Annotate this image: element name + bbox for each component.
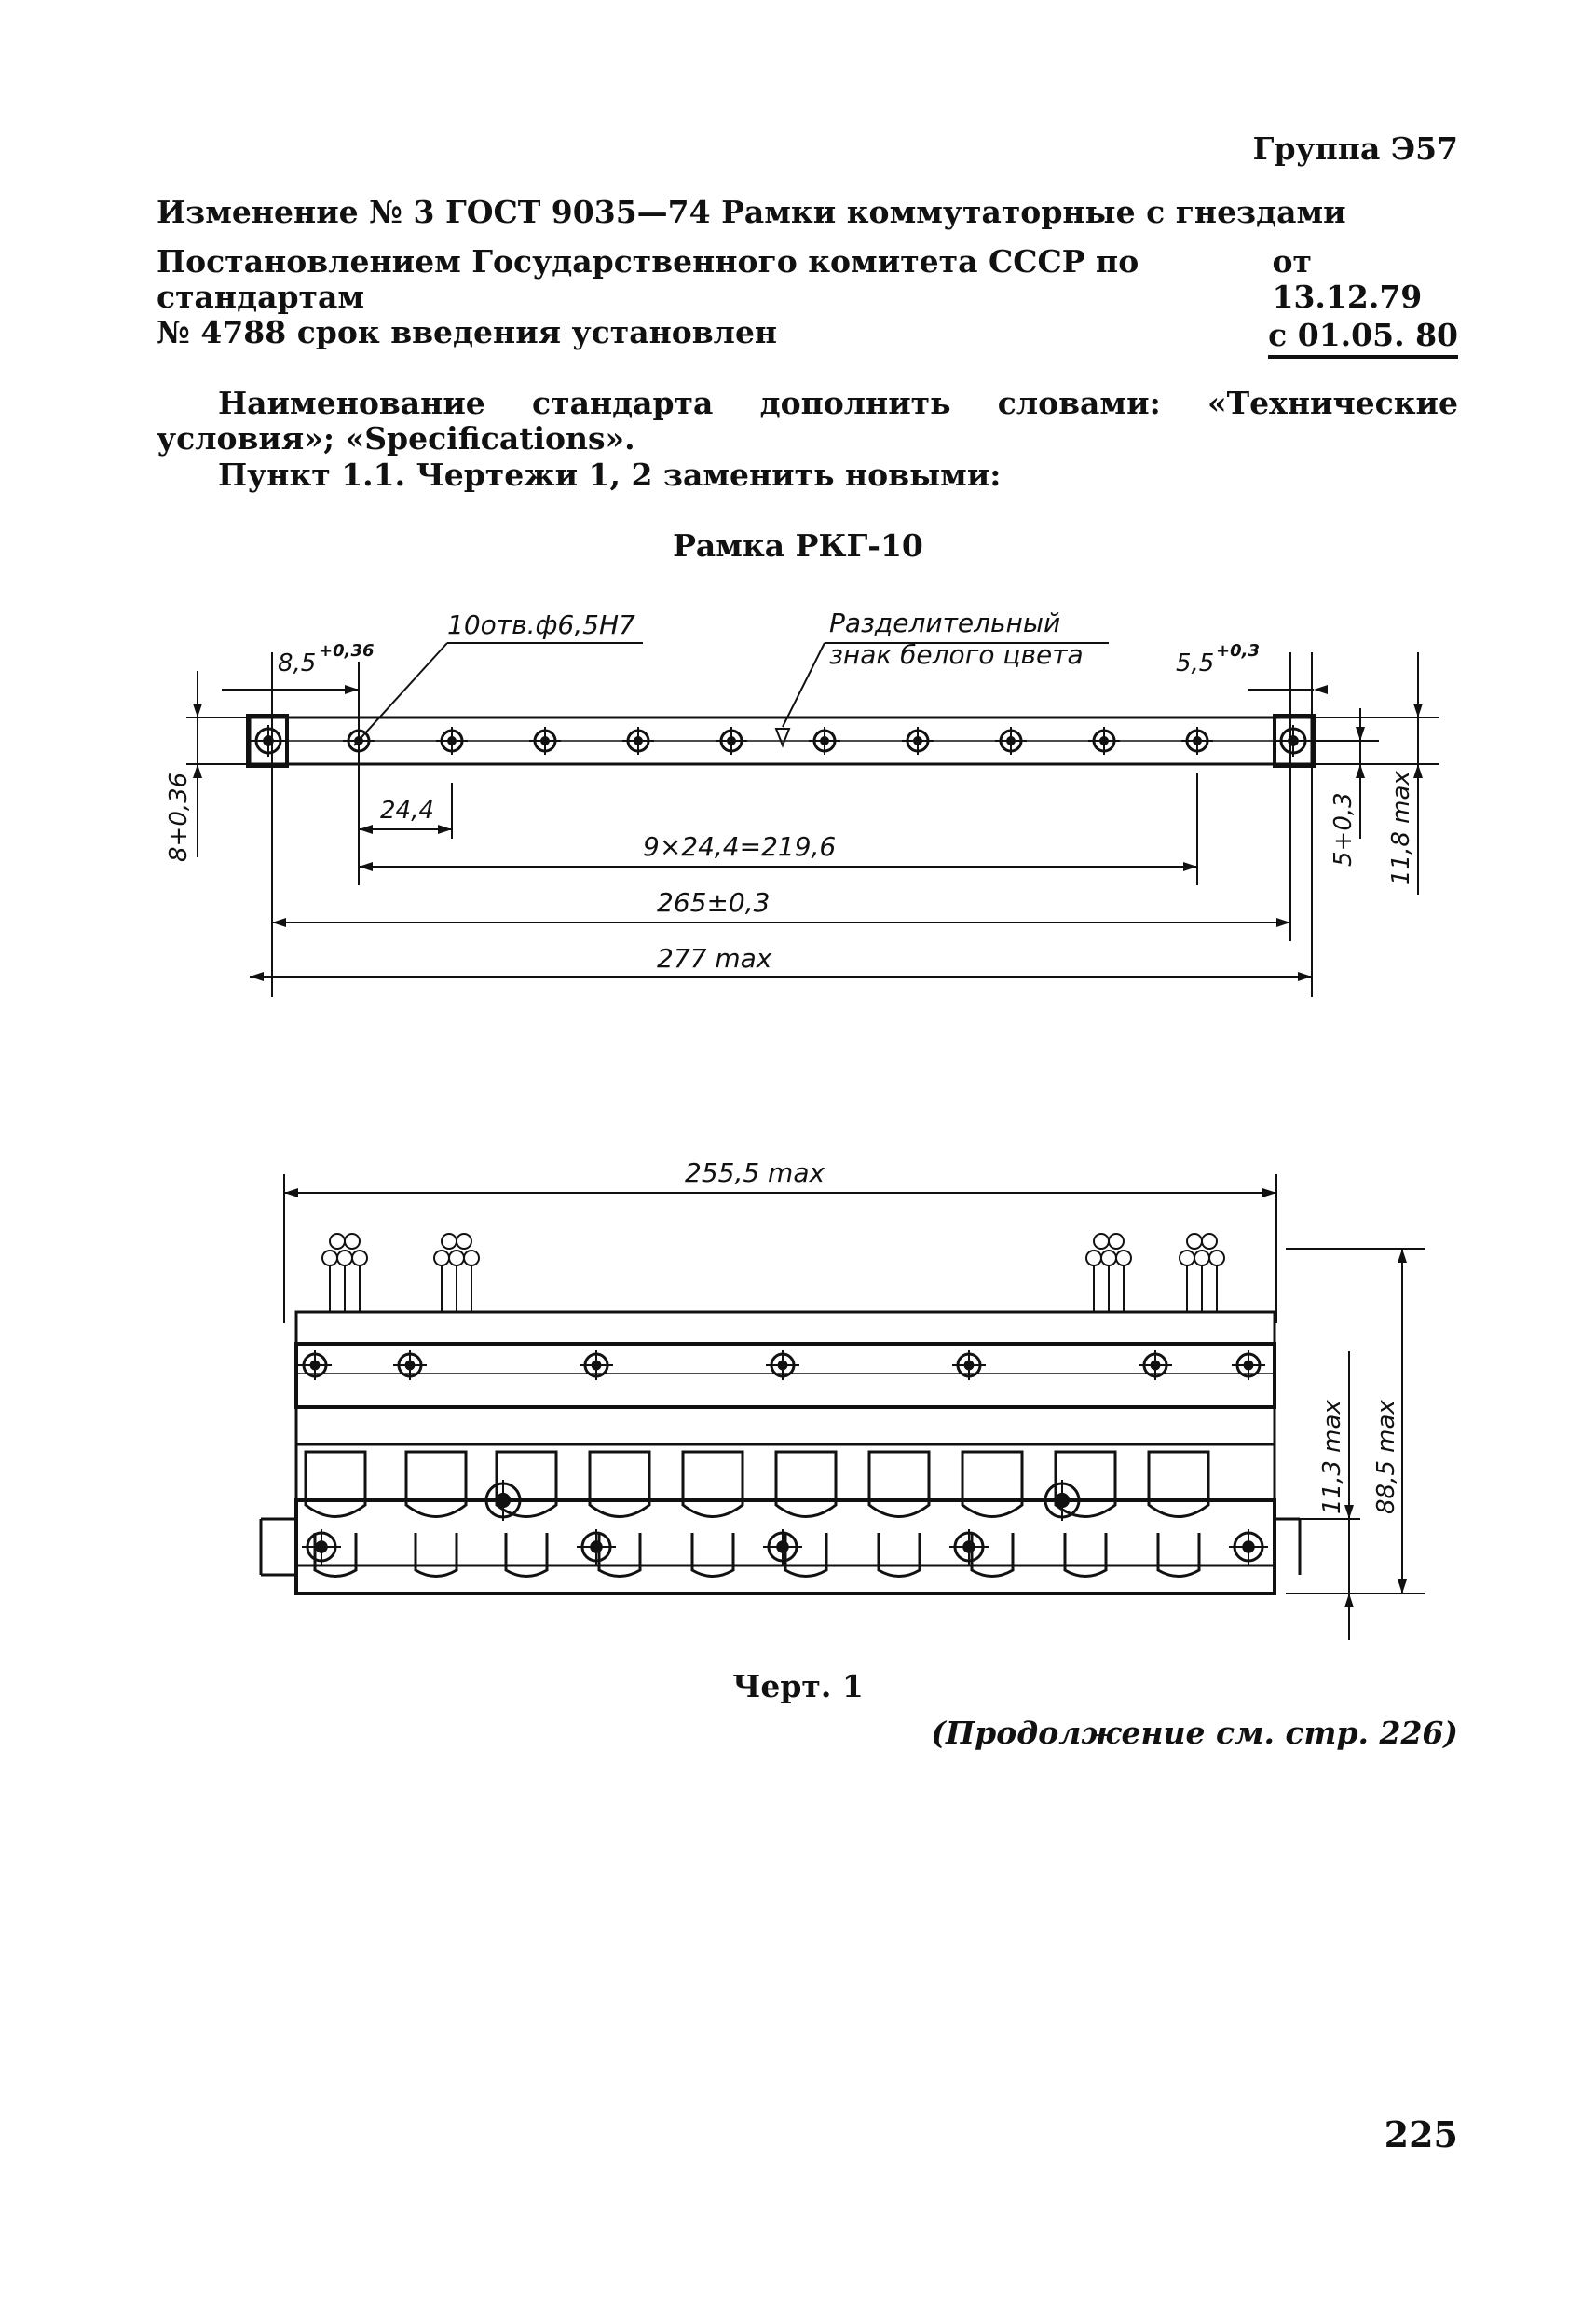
dim-left-height: 8+0,36 [165,773,193,862]
bar-screw-icon [580,1350,613,1380]
left-end-block [246,714,289,768]
socket-icon [681,1450,744,1578]
amendment-title: Изменение № 3 ГОСТ 9035—74 Рамки коммута… [157,194,1346,230]
dim-right-offset-tol: +0,3 [1216,641,1260,661]
socket-icon [961,1450,1024,1578]
separator-note-line1: Разделительный [829,608,1060,638]
holes-row [251,725,1311,757]
socket-icon [404,1450,468,1578]
socket-icon [1054,1450,1117,1578]
bar-screw-icon [766,1350,799,1380]
terminal-cluster-icon [433,1233,480,1312]
base-rail [294,1498,1276,1595]
dim-hole-offset-tol: +0,36 [319,641,375,661]
hole-icon [902,727,934,755]
decree-block: Постановлением Государственного комитета… [157,244,1458,350]
top-view-drawing: 8,5 +0,36 10отв.ф6,5Н7 Разделительный зн… [165,608,1439,997]
socket-icon [1147,1450,1210,1578]
continuation-note: (Продолжение см. стр. 226) [931,1715,1458,1751]
hole-icon [1088,727,1120,755]
bar-screw-icon [298,1350,332,1380]
socket-icon [867,1450,931,1578]
mount-hole-icon [1275,725,1311,757]
mount-hole-icon [251,725,286,757]
hole-icon [809,727,840,755]
bar-screw-icon [1232,1350,1265,1380]
decree-line2: № 4788 срок введения установлен [157,314,778,350]
dim-pitch: 24,4 [380,797,434,825]
bar-screw-icon [393,1350,427,1380]
figure-caption: Черт. 1 [732,1668,864,1704]
effective-date: с 01.05. 80 [1268,317,1458,359]
dim-front-overall-height: 88,5 max [1372,1400,1400,1514]
terminal-cluster-icon [1179,1233,1225,1312]
hole-icon [995,727,1027,755]
mount-screw-icon [481,1480,525,1521]
base-screw-icon [949,1529,989,1565]
base-screw-icon [763,1529,802,1565]
dim-right-height: 5+0,3 [1330,792,1357,867]
dim-hole-span: 265±0,3 [657,887,770,918]
decree-date: от 13.12.79 [1272,243,1423,315]
figure-title: Рамка РКГ-10 [673,527,923,564]
socket-icon [774,1450,838,1578]
dim-right-offset: 5,5 [1176,650,1214,677]
base-screw-icon [1229,1529,1268,1565]
dim-front-width: 255,5 max [685,1157,825,1188]
page-number: 225 [1384,2113,1458,2155]
decree-main: Постановлением Государственного комитета… [157,243,1139,315]
paragraph-drawings: Пункт 1.1. Чертежи 1, 2 заменить новыми: [218,457,1002,493]
hole-icon [1181,727,1213,755]
bar-screw-icon [952,1350,986,1380]
paragraph-name-change: Наименование стандарта дополнить словами… [157,385,1458,457]
terminal-cluster-icon [1085,1233,1132,1312]
socket-icon [304,1450,367,1578]
dim-overall-length: 277 max [657,943,772,974]
front-view-drawing: 255,5 max 11,3 max 88,5 max [259,1157,1425,1640]
middle-rail [294,1405,1276,1446]
terminal-cluster-icon [321,1233,368,1312]
front-screws [298,1350,1268,1565]
hole-icon [716,727,747,755]
base-screw-icon [302,1529,341,1565]
hole-icon [622,727,654,755]
bar-screw-icon [1139,1350,1172,1380]
group-label: Группа Э57 [1252,130,1458,167]
hole-icon [436,727,468,755]
base-screw-icon [577,1529,616,1565]
sockets-row [304,1450,1210,1578]
terminals [321,1233,1225,1312]
dim-overall-height: 11,8 max [1387,771,1415,885]
dim-socket-height: 11,3 max [1318,1400,1346,1514]
dim-pitch-total: 9×24,4=219,6 [643,831,836,862]
mount-screw-icon [1040,1480,1084,1521]
separator-mark-icon [774,728,791,748]
dim-hole-offset: 8,5 [278,650,316,677]
hole-icon [343,727,375,755]
top-rail [294,1310,1276,1346]
hole-icon [529,727,561,755]
socket-icon [588,1450,651,1578]
socket-icon [495,1450,558,1578]
separator-note-line2: знак белого цвета [829,639,1084,670]
holes-note: 10отв.ф6,5Н7 [447,609,635,640]
